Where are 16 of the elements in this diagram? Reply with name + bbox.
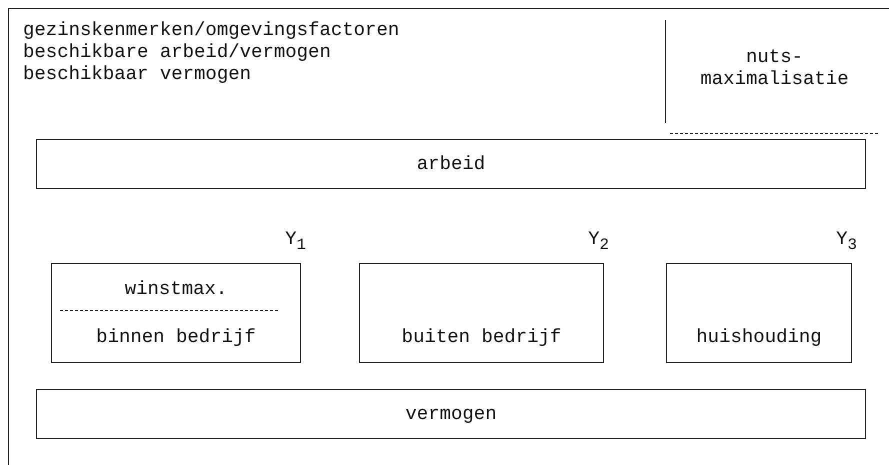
box-label: buiten bedrijf bbox=[400, 326, 562, 348]
output-symbol: Y$_{1}$ bbox=[285, 228, 306, 256]
box-label: arbeid bbox=[416, 153, 486, 175]
header-text: beschikbare arbeid/vermogen bbox=[23, 41, 332, 63]
header-text: gezinskenmerken/omgevingsfactoren bbox=[23, 19, 400, 41]
output-symbol: Y$_{3}$ bbox=[836, 228, 857, 256]
header-label: nuts- maximalisatie bbox=[699, 46, 850, 90]
box-label: vermogen bbox=[404, 403, 498, 425]
vermogen-box bbox=[36, 389, 866, 439]
header-text: beschikbaar vermogen bbox=[23, 63, 252, 85]
outer-frame bbox=[8, 8, 889, 465]
output-symbol: Y$_{2}$ bbox=[588, 228, 609, 256]
arbeid-box bbox=[36, 139, 866, 189]
box-label: huishouding bbox=[695, 326, 823, 348]
box-heading: winstmax. bbox=[124, 278, 228, 300]
box-label: binnen bedrijf bbox=[95, 326, 257, 348]
